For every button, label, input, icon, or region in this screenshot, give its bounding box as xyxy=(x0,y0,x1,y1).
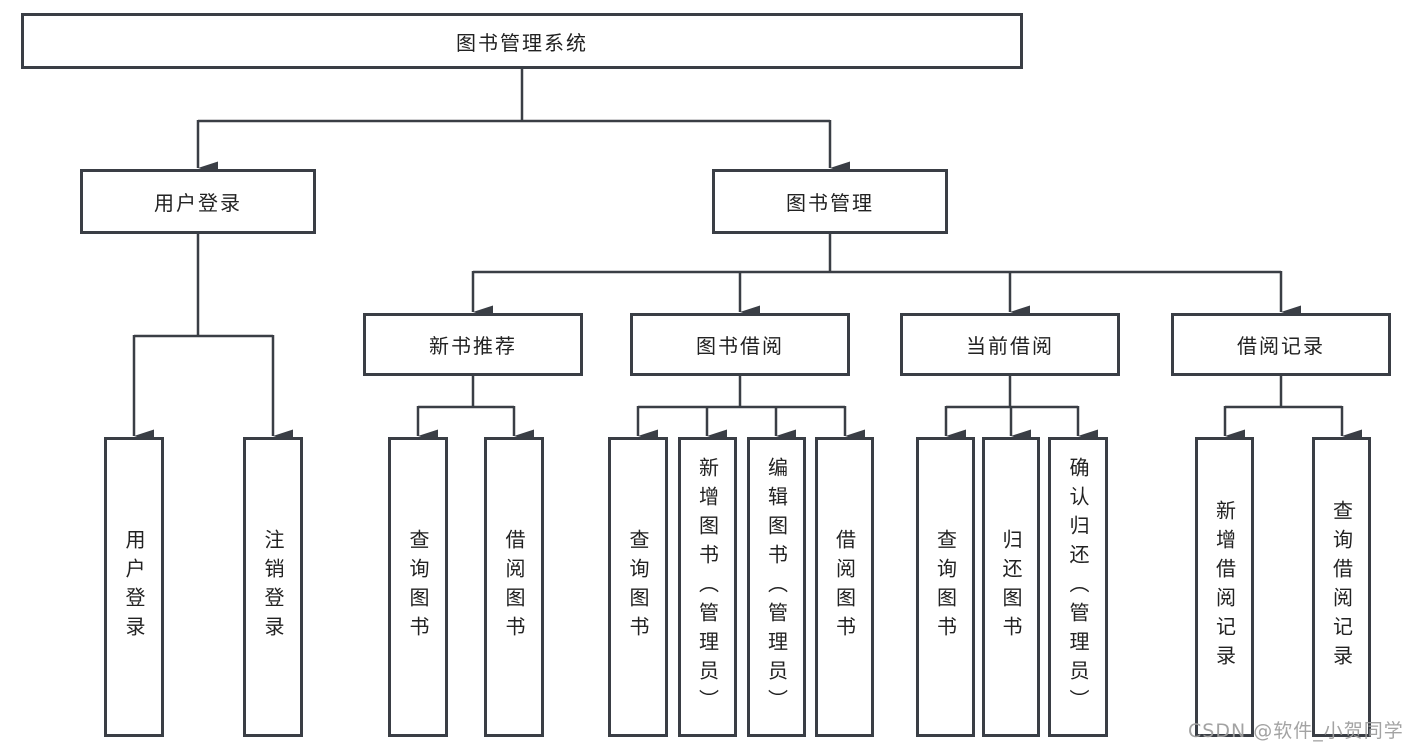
leaf-query-books-borrow: 查询图书 xyxy=(608,437,668,737)
leaf-add-books-admin: 新增图书（管理员） xyxy=(678,437,737,737)
node-borrowing-records: 借阅记录 xyxy=(1171,313,1391,376)
leaf-logout: 注销登录 xyxy=(243,437,303,737)
node-book-management: 图书管理 xyxy=(712,169,948,234)
leaf-return-books: 归还图书 xyxy=(982,437,1040,737)
leaf-confirm-return-admin: 确认归还（管理员） xyxy=(1048,437,1108,737)
node-book-borrowing: 图书借阅 xyxy=(630,313,850,376)
node-current-borrowing: 当前借阅 xyxy=(900,313,1120,376)
csdn-watermark: CSDN @软件_小贺同学 xyxy=(1188,720,1404,742)
leaf-query-borrow-record: 查询借阅记录 xyxy=(1312,437,1371,737)
leaf-query-books-newbook: 查询图书 xyxy=(388,437,448,737)
tree-connectors xyxy=(132,68,1362,443)
leaf-query-books-current: 查询图书 xyxy=(916,437,975,737)
node-new-book-recommendation: 新书推荐 xyxy=(363,313,583,376)
node-library-management-system: 图书管理系统 xyxy=(21,13,1023,69)
leaf-borrow-books-newbook: 借阅图书 xyxy=(484,437,544,737)
leaf-edit-books-admin: 编辑图书（管理员） xyxy=(747,437,806,737)
leaf-borrow-books-borrow: 借阅图书 xyxy=(815,437,874,737)
node-user-login: 用户登录 xyxy=(80,169,316,234)
leaf-user-login: 用户登录 xyxy=(104,437,164,737)
leaf-add-borrow-record: 新增借阅记录 xyxy=(1195,437,1254,737)
